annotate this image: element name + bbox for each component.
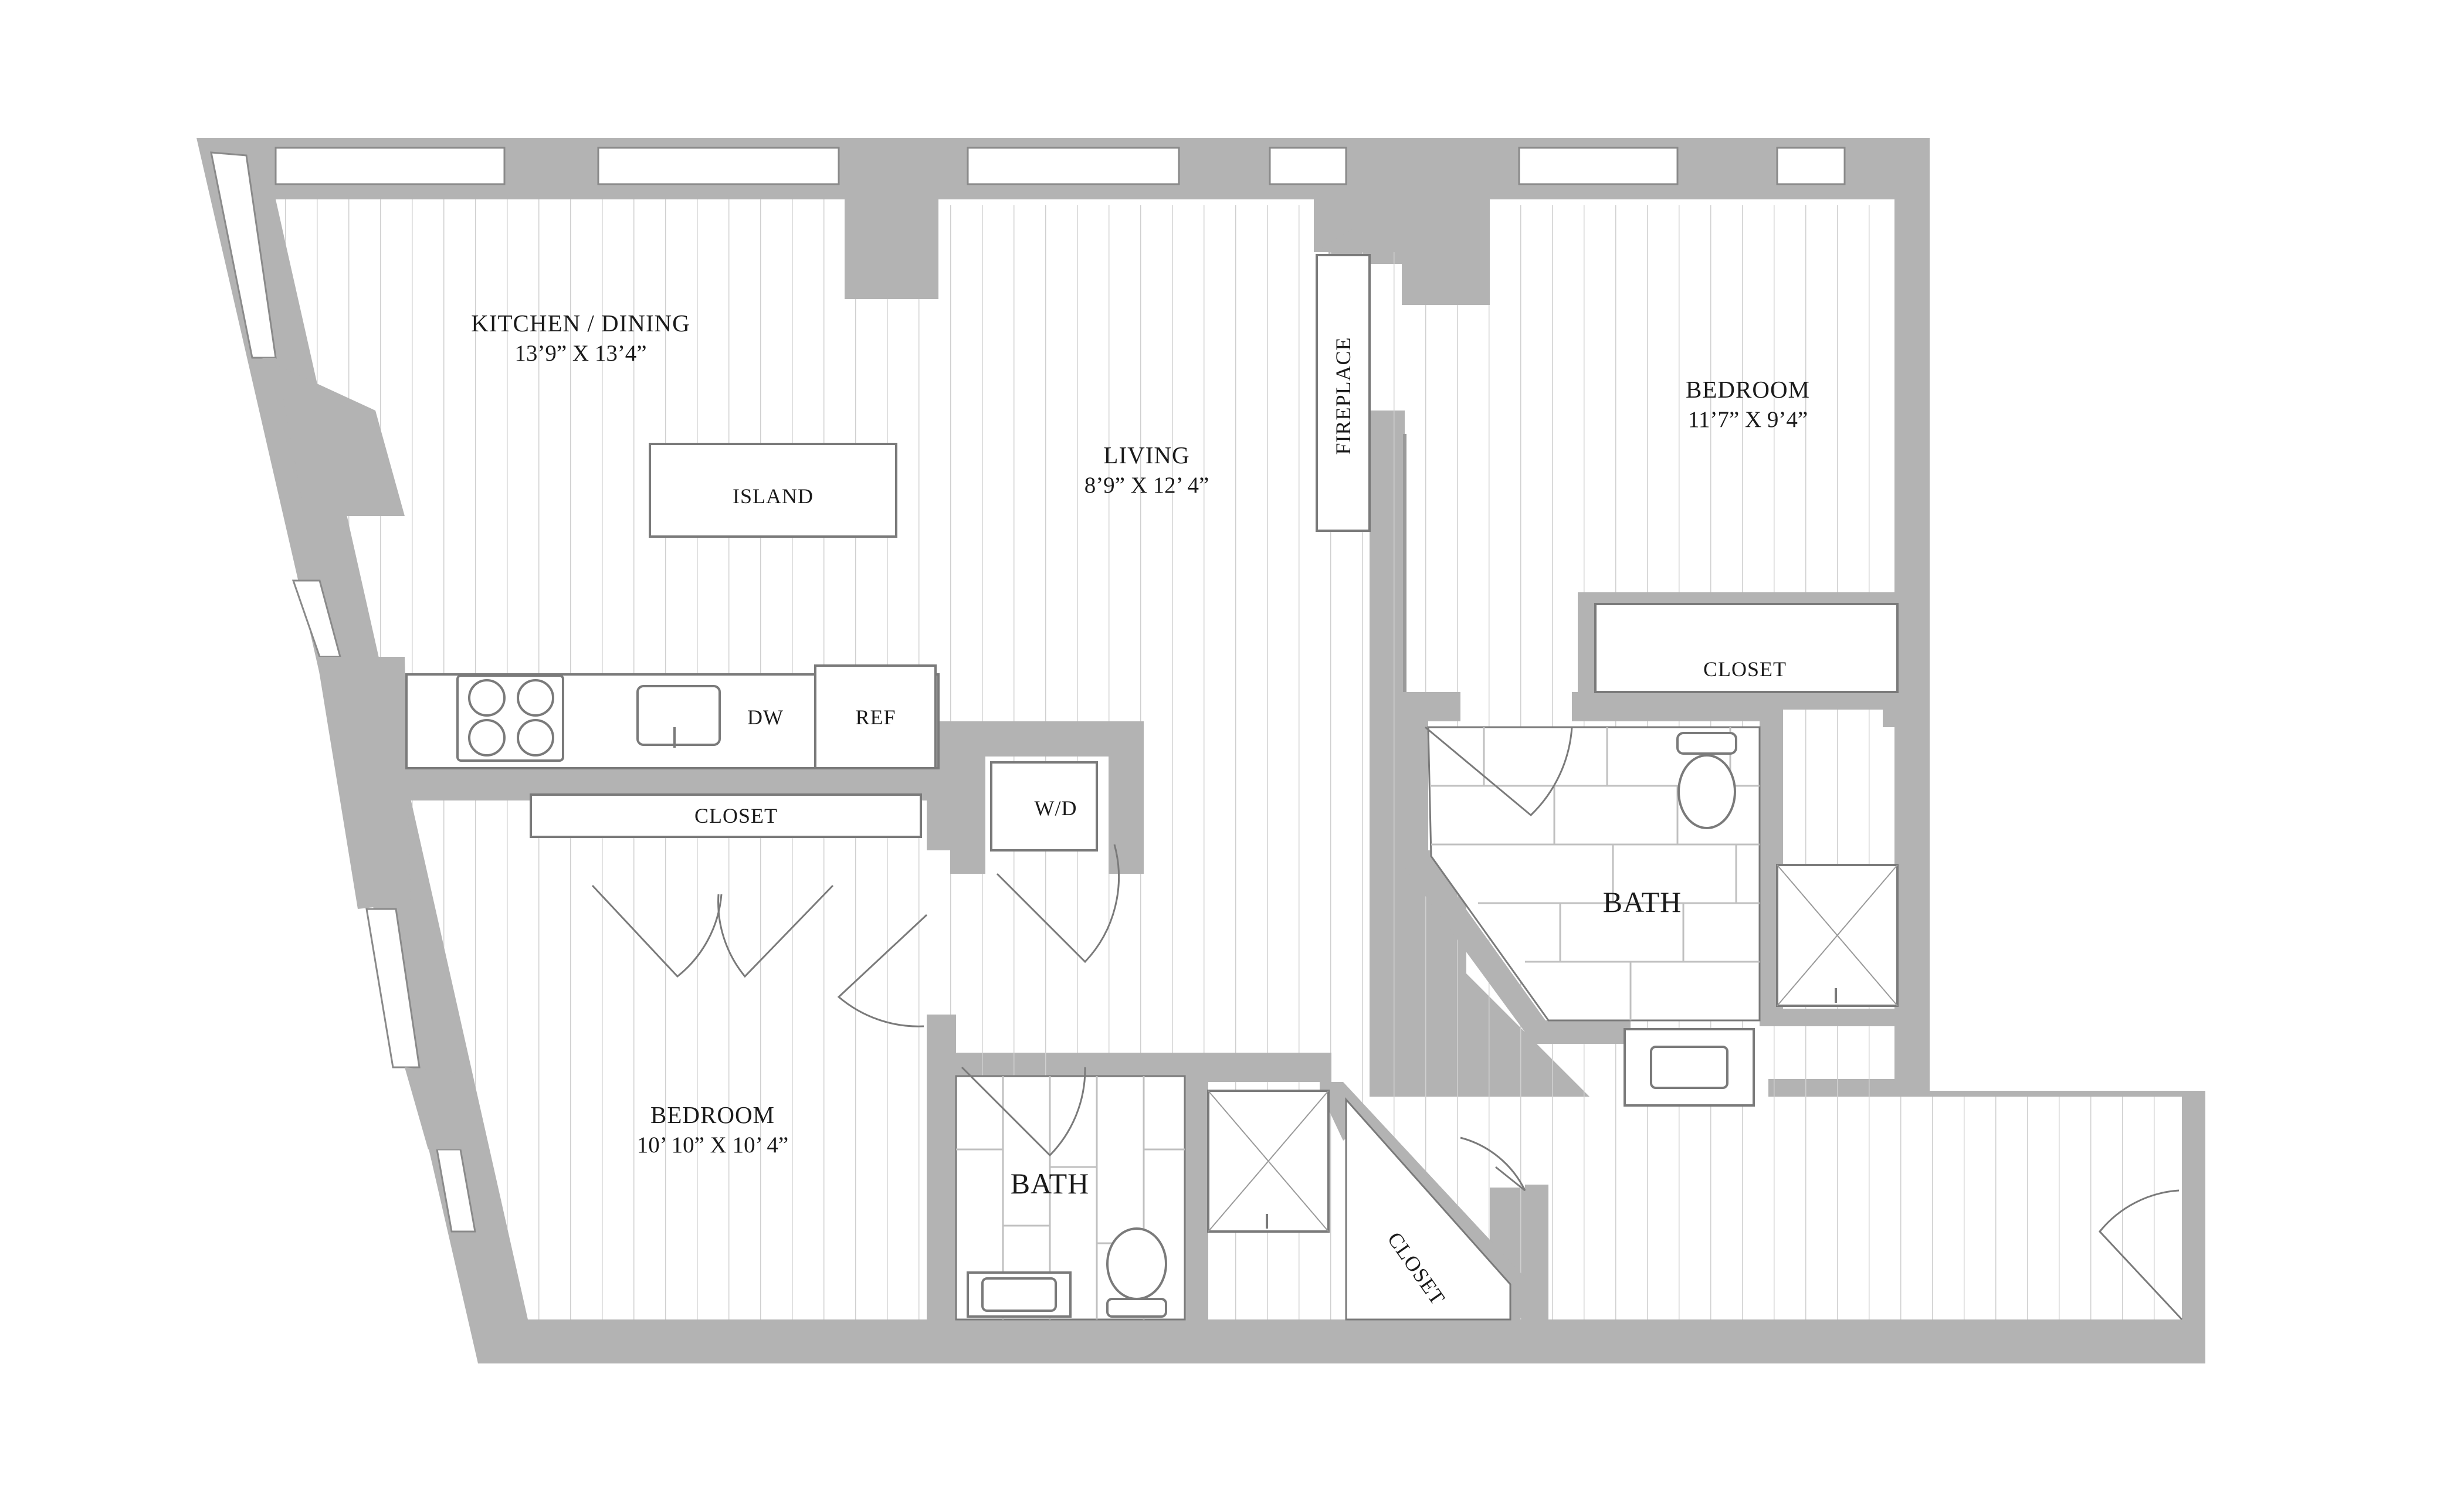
island-label: ISLAND bbox=[733, 484, 814, 508]
toilet-icon bbox=[1106, 732, 1737, 1318]
bedroom-second-dimensions: 10’ 10” X 10’ 4” bbox=[637, 1132, 788, 1158]
cooktop-icon bbox=[456, 674, 564, 762]
bath-second-title: BATH bbox=[1011, 1167, 1090, 1200]
washer-dryer-box bbox=[990, 761, 1098, 852]
bedroom-main-title: BEDROOM bbox=[1686, 376, 1810, 403]
closet-kitchen-shelf bbox=[530, 793, 922, 838]
kitchen-island bbox=[649, 443, 897, 538]
hall-closet-floor bbox=[1345, 1097, 1511, 1321]
fireplace-label: FIREPLACE bbox=[1331, 337, 1355, 454]
washer-dryer-label: W/D bbox=[1035, 796, 1077, 820]
living-dimensions: 8’9” X 12’ 4” bbox=[1084, 473, 1209, 498]
windows-left bbox=[210, 151, 476, 1233]
door-swing-icon bbox=[591, 434, 2183, 1321]
vanity-sink-icon bbox=[967, 1028, 1755, 1318]
closet-bedroom-shelf bbox=[1594, 603, 1899, 693]
closet-bedroom-label: CLOSET bbox=[1703, 657, 1787, 681]
living-title: LIVING bbox=[1103, 442, 1189, 469]
closet-kitchen-label: CLOSET bbox=[694, 804, 778, 827]
kitchen-sink-icon bbox=[636, 685, 721, 748]
refrigerator-label: REF bbox=[855, 705, 896, 729]
kitchen-dining-title: KITCHEN / DINING bbox=[471, 310, 690, 337]
dishwasher-label: DW bbox=[747, 705, 784, 729]
kitchen-dining-dimensions: 13’9” X 13’4” bbox=[514, 341, 646, 366]
bedroom-main-dimensions: 11’7” X 9’4” bbox=[1688, 407, 1808, 432]
bedroom-second-title: BEDROOM bbox=[650, 1101, 775, 1128]
main-bath-floor bbox=[1427, 726, 1761, 1022]
windows-top bbox=[274, 147, 1846, 185]
fireplace-box bbox=[1316, 254, 1371, 532]
bath-main-title: BATH bbox=[1603, 886, 1682, 918]
shower-icon bbox=[1207, 864, 1899, 1233]
